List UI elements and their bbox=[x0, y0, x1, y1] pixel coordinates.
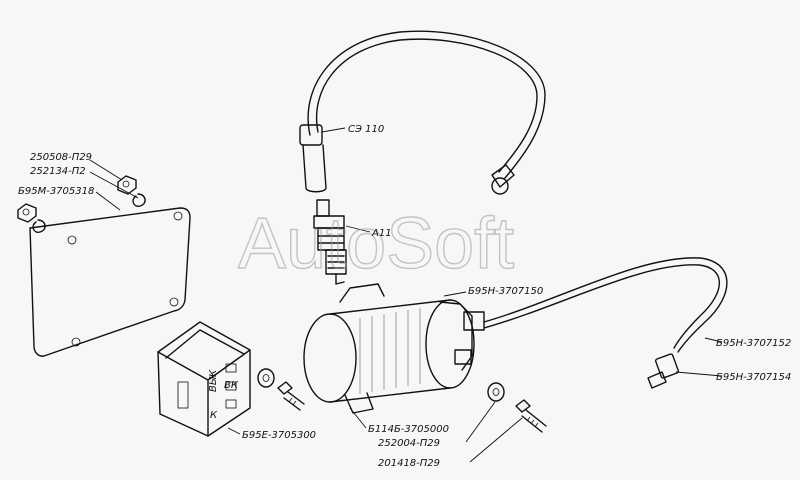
label-bolt: 201418-П29 bbox=[378, 458, 440, 469]
leader-lines bbox=[89, 127, 723, 463]
label-wire-coil-to-plug: Б95Н-3707150 bbox=[468, 286, 543, 297]
label-nut: 250508-П29 bbox=[30, 152, 92, 163]
label-spark-plug: А11 bbox=[371, 228, 392, 239]
label-wire-tip: Б95Н-3707154 bbox=[716, 372, 791, 383]
label-washer-flat: 252004-П29 bbox=[378, 438, 440, 449]
ignition-coil bbox=[303, 283, 485, 414]
label-switch-unit: Б95Е-3705300 bbox=[242, 430, 316, 441]
label-high-voltage-wire: СЭ 110 bbox=[348, 124, 384, 135]
fasteners-switch bbox=[257, 368, 305, 411]
fasteners-coil bbox=[487, 382, 547, 433]
spark-plug bbox=[313, 199, 347, 285]
switch-unit: ВЫК ВК К bbox=[157, 321, 251, 437]
coil-output-wire bbox=[483, 257, 728, 389]
label-ignition-coil: Б114Б-3705000 bbox=[368, 424, 449, 435]
mounting-plate bbox=[29, 207, 191, 357]
label-wire-long: Б95Н-3707152 bbox=[716, 338, 791, 349]
switch-mark-vyk: ВЫК bbox=[208, 369, 219, 392]
fasteners-top-left bbox=[17, 175, 146, 234]
watermark: AutoSoft bbox=[238, 204, 514, 284]
label-washer-spring: 252134-П2 bbox=[30, 166, 86, 177]
switch-mark-k: К bbox=[210, 410, 218, 421]
switch-mark-vk: ВК bbox=[224, 380, 239, 391]
high-voltage-wire bbox=[299, 30, 546, 195]
label-plate: Б95М-3705318 bbox=[18, 186, 94, 197]
